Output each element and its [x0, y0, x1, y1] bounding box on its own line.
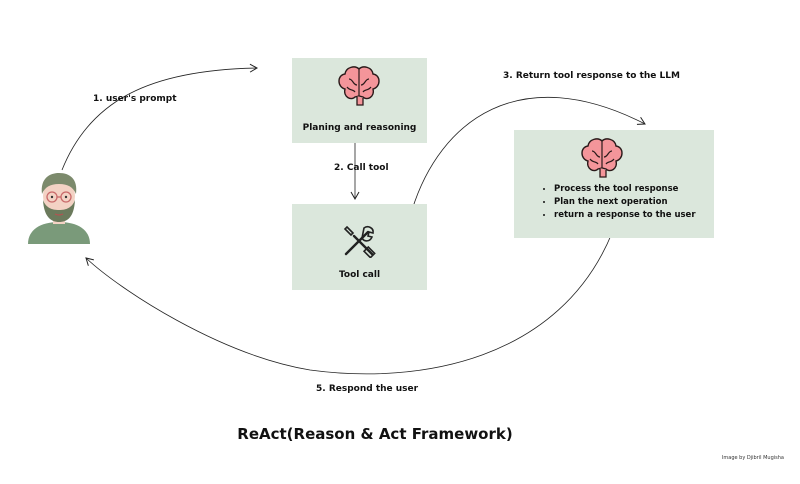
tool-call-node-label: Tool call: [338, 270, 381, 280]
planning-node-label: Planing and reasoning: [302, 123, 417, 133]
brain-icon: [335, 65, 383, 107]
edge-label-call-tool: 2. Call tool: [334, 163, 389, 173]
process-bullet: Process the tool response: [554, 183, 696, 196]
wrench-screwdriver-icon: [342, 224, 376, 259]
brain-icon: [578, 137, 626, 179]
diagram-title: ReAct(Reason & Act Framework): [237, 425, 513, 443]
process-bullet: return a response to the user: [554, 209, 696, 222]
user-avatar-icon: [26, 170, 92, 244]
process-bullet: Plan the next operation: [554, 196, 696, 209]
edge-label-respond: 5. Respond the user: [316, 384, 419, 394]
edge-prompt-arrow: [61, 63, 259, 171]
edge-return-arrow: [411, 97, 646, 211]
process-bullet-list: Process the tool response Plan the next …: [546, 183, 696, 222]
edge-respond-arrow: [85, 232, 613, 375]
image-credit: Image by Djibril Mugisha: [721, 455, 784, 461]
planning-node: Planing and reasoning: [292, 58, 427, 143]
edge-label-return: 3. Return tool response to the LLM: [503, 71, 680, 81]
edge-label-prompt: 1. user's prompt: [93, 94, 177, 104]
tool-call-node: Tool call: [292, 204, 427, 290]
process-node: Process the tool response Plan the next …: [514, 130, 714, 238]
